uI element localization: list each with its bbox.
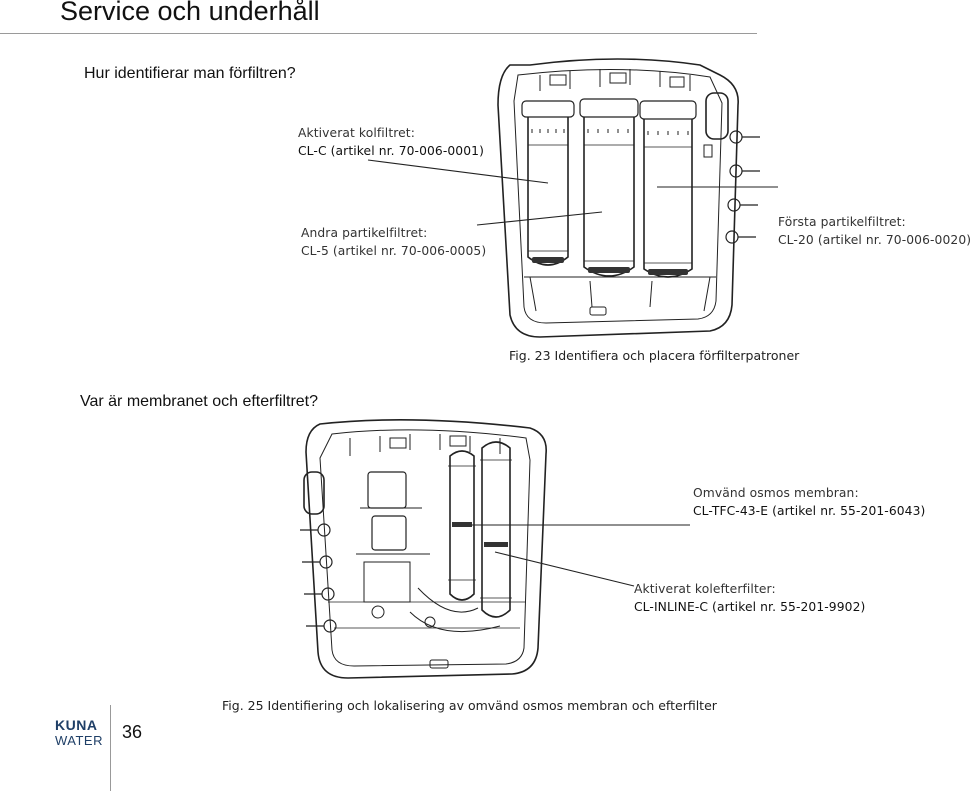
label-post-carbon-filter: Aktiverat kolefterfilter: CL-INLINE-C (a…: [634, 580, 865, 616]
label-carbon-filter: Aktiverat kolfiltret: CL-C (artikel nr. …: [298, 124, 484, 160]
label-ro-membrane: Omvänd osmos membran: CL-TFC-43-E (artik…: [693, 484, 925, 520]
label-membrane-article: CL-TFC-43-E (artikel nr. 55-201-6043): [693, 504, 926, 518]
prefilter-unit-illustration: [497, 58, 760, 338]
label-post-filter-article: CL-INLINE-C (artikel nr. 55-201-9902): [634, 600, 866, 614]
label-first-filter-name: Första partikelfiltret:: [778, 215, 906, 229]
section-heading-prefilters: Hur identifierar man förfiltren?: [84, 65, 296, 82]
label-membrane-name: Omvänd osmos membran:: [693, 486, 859, 500]
label-second-filter-article: CL-5 (artikel nr. 70-006-0005): [301, 244, 487, 258]
label-carbon-filter-name: Aktiverat kolfiltret:: [298, 126, 415, 140]
membrane-unit-illustration: [300, 419, 547, 679]
figure-25-caption: Fig. 25 Identifiering och lokalisering a…: [222, 698, 717, 713]
title-divider: [0, 33, 757, 34]
label-first-filter-article: CL-20 (artikel nr. 70-006-0020): [778, 233, 971, 247]
water-logo-text: WATER: [55, 733, 103, 748]
kuna-logo-text: KUNA: [55, 717, 98, 733]
figure-23-caption: Fig. 23 Identifiera och placera förfilte…: [509, 348, 800, 363]
label-post-filter-name: Aktiverat kolefterfilter:: [634, 582, 776, 596]
page-number: 36: [122, 722, 143, 742]
label-second-filter-name: Andra partikelfiltret:: [301, 226, 428, 240]
page-title: Service och underhåll: [60, 0, 320, 26]
footer-divider: [110, 705, 111, 791]
section-heading-membrane: Var är membranet och efterfiltret?: [80, 393, 319, 410]
label-second-particle-filter: Andra partikelfiltret: CL-5 (artikel nr.…: [301, 224, 486, 260]
label-carbon-filter-article: CL-C (artikel nr. 70-006-0001): [298, 144, 484, 158]
label-first-particle-filter: Första partikelfiltret: CL-20 (artikel n…: [778, 213, 971, 249]
